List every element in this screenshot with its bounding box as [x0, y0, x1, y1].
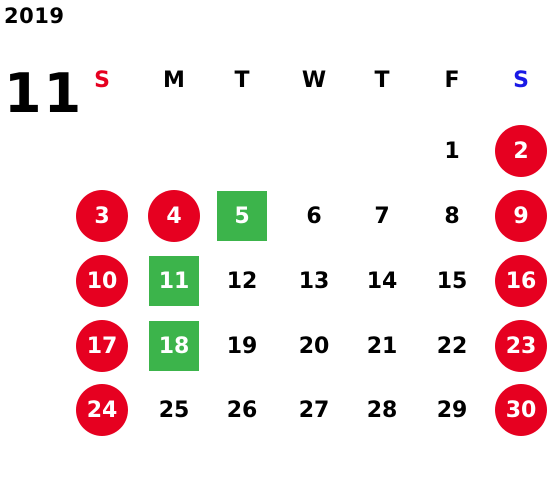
weekday-thu: T — [374, 68, 390, 93]
day-cell-3[interactable]: 3 — [76, 190, 128, 242]
day-cell-17[interactable]: 17 — [76, 320, 128, 372]
day-cell-24[interactable]: 24 — [76, 384, 128, 436]
weekday-tue: T — [234, 68, 250, 93]
day-cell-8[interactable]: 8 — [444, 203, 460, 229]
day-cell-23[interactable]: 23 — [495, 320, 547, 372]
day-cell-19[interactable]: 19 — [226, 333, 258, 359]
day-cell-18[interactable]: 18 — [149, 321, 199, 371]
day-cell-7[interactable]: 7 — [374, 203, 390, 229]
day-cell-29[interactable]: 29 — [436, 397, 468, 423]
day-cell-28[interactable]: 28 — [366, 397, 398, 423]
day-cell-5[interactable]: 5 — [217, 191, 267, 241]
day-cell-12[interactable]: 12 — [226, 268, 258, 294]
day-cell-9[interactable]: 9 — [495, 190, 547, 242]
day-cell-1[interactable]: 1 — [444, 138, 460, 164]
day-cell-20[interactable]: 20 — [298, 333, 330, 359]
day-cell-4[interactable]: 4 — [148, 190, 200, 242]
weekday-mon: M — [163, 68, 185, 93]
weekday-sat: S — [513, 68, 529, 93]
day-cell-11[interactable]: 11 — [149, 256, 199, 306]
day-cell-27[interactable]: 27 — [298, 397, 330, 423]
weekday-sun: S — [94, 68, 110, 93]
day-cell-6[interactable]: 6 — [306, 203, 322, 229]
day-cell-26[interactable]: 26 — [226, 397, 258, 423]
day-cell-22[interactable]: 22 — [436, 333, 468, 359]
day-cell-21[interactable]: 21 — [366, 333, 398, 359]
weekday-fri: F — [444, 68, 460, 93]
month-label: 11 — [4, 62, 84, 125]
day-cell-15[interactable]: 15 — [436, 268, 468, 294]
year-label: 2019 — [4, 4, 65, 28]
day-cell-2[interactable]: 2 — [495, 125, 547, 177]
day-cell-10[interactable]: 10 — [76, 255, 128, 307]
day-cell-14[interactable]: 14 — [366, 268, 398, 294]
day-cell-16[interactable]: 16 — [495, 255, 547, 307]
weekday-wed: W — [301, 68, 327, 93]
day-cell-25[interactable]: 25 — [158, 397, 190, 423]
day-cell-30[interactable]: 30 — [495, 384, 547, 436]
day-cell-13[interactable]: 13 — [298, 268, 330, 294]
